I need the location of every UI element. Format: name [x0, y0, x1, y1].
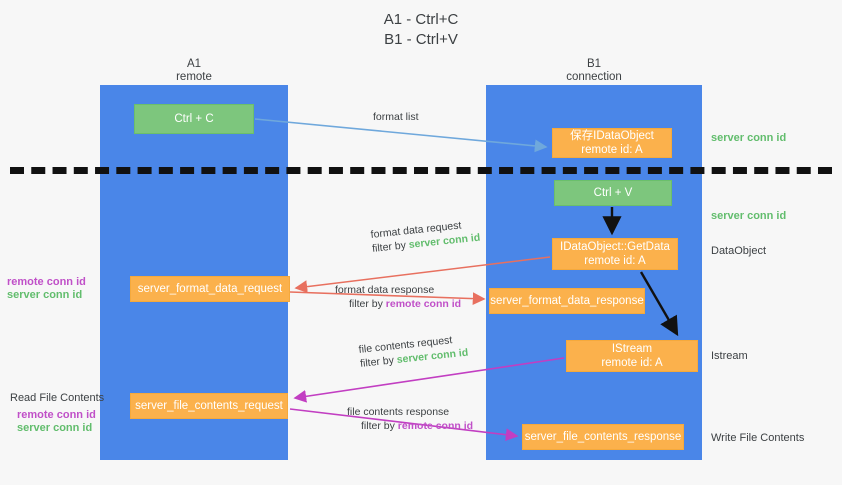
note-istream: Istream [711, 350, 748, 362]
edge-label-format-data-request: format data request filter by server con… [370, 217, 481, 256]
box-server-format-data-response[interactable]: server_format_data_response [489, 288, 645, 314]
filter-value-remote-conn-id: remote conn id [397, 420, 474, 432]
box-istream[interactable]: IStream remote id: A [566, 340, 698, 372]
lane-header-b1: B1 connection [566, 58, 622, 83]
filter-prefix: filter by [359, 354, 398, 370]
note-conn-ids-format: remote conn id server conn id [7, 276, 86, 302]
lane-header-a1: A1 remote [176, 58, 212, 83]
edge-label-format-data-response: format data response filter by remote co… [335, 283, 461, 311]
edge-label-file-contents-request: file contents request filter by server c… [358, 332, 469, 371]
box-save-idataobject[interactable]: 保存IDataObject remote id: A [552, 128, 672, 158]
note-server-conn-id-1: server conn id [7, 289, 83, 301]
note-server-conn-id-mid: server conn id [711, 210, 787, 222]
note-dataobject: DataObject [711, 245, 767, 257]
note-write-file-contents: Write File Contents [711, 432, 805, 444]
box-server-file-contents-request[interactable]: server_file_contents_request [130, 393, 288, 419]
box-server-file-contents-response[interactable]: server_file_contents_response [522, 424, 684, 450]
note-read-file-contents: Read File Contents [10, 392, 105, 404]
box-idataobject-getdata[interactable]: IDataObject::GetData remote id: A [552, 238, 678, 270]
box-ctrl-c[interactable]: Ctrl + C [134, 104, 254, 134]
edge-label-file-contents-response-text: file contents response [347, 406, 450, 418]
timeline-separator [10, 167, 832, 174]
note-server-conn-id-2: server conn id [17, 422, 93, 434]
page-title: A1 - Ctrl+C B1 - Ctrl+V [383, 11, 459, 48]
filter-prefix: filter by [361, 420, 398, 432]
edge-label-file-contents-response: file contents response filter by remote … [347, 405, 473, 433]
edge-label-format-list: format list [373, 111, 419, 123]
note-remote-conn-id-1: remote conn id [7, 276, 86, 288]
box-ctrl-v[interactable]: Ctrl + V [554, 180, 672, 206]
box-server-format-data-request[interactable]: server_format_data_request [130, 276, 290, 302]
note-server-conn-id-top: server conn id [711, 132, 787, 144]
filter-value-remote-conn-id: remote conn id [385, 298, 462, 310]
edge-label-format-data-response-text: format data response [335, 284, 435, 296]
note-conn-ids-file: Read File Contents remote conn id server… [10, 392, 104, 435]
filter-prefix: filter by [371, 239, 410, 255]
note-remote-conn-id-2: remote conn id [17, 409, 96, 421]
filter-prefix: filter by [349, 298, 386, 310]
